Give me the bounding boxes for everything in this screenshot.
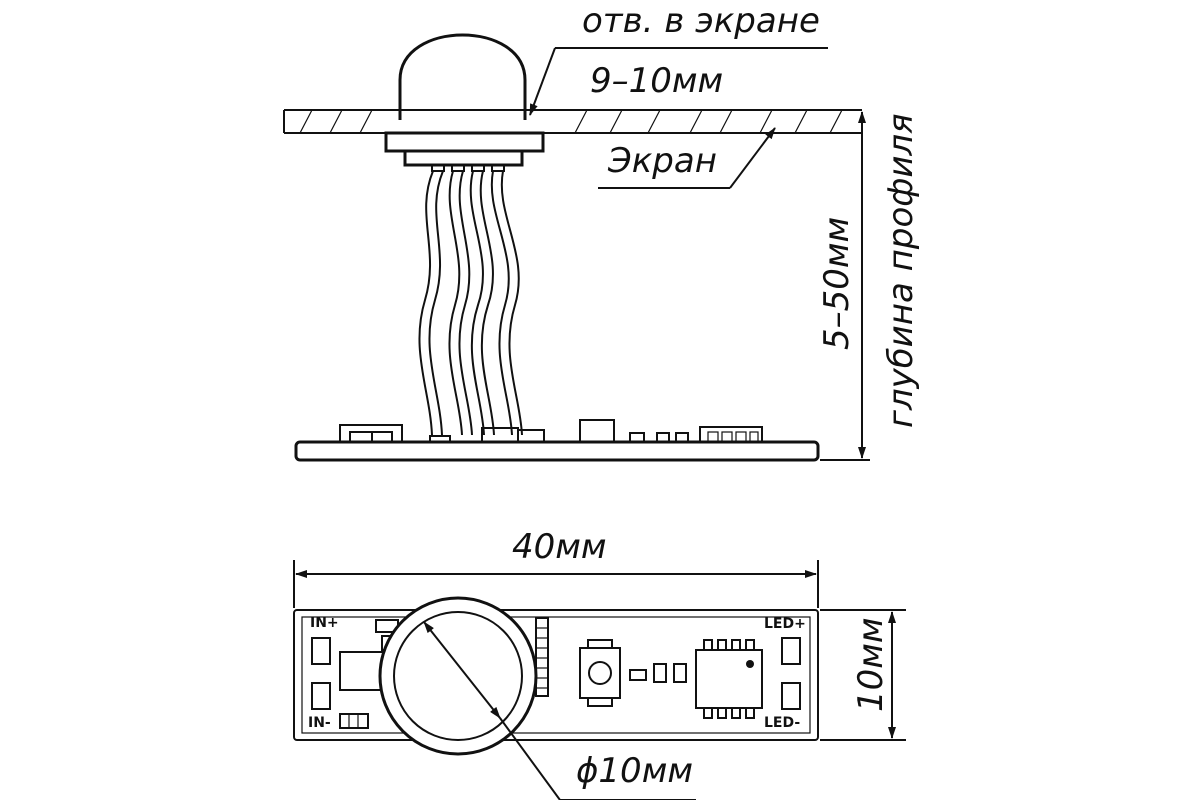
side-view: отв. в экране 9–10мм Экран 5–50мм глубин… [283, 1, 921, 462]
depth-value: 5–50мм [817, 217, 857, 350]
pcb-top: IN+ IN- [293, 609, 819, 741]
screen-panel [283, 109, 862, 134]
pad-in-plus [311, 637, 331, 665]
pin-label-in-minus: IN- [308, 715, 331, 731]
depth-dimension: 5–50мм глубина профиля [817, 111, 921, 461]
length-dimension: 40мм [293, 527, 819, 608]
hole-size-label: 9–10мм [590, 61, 723, 101]
hole-leader: отв. в экране 9–10мм [529, 1, 828, 116]
pin-label-in-plus: IN+ [310, 615, 339, 631]
sensor-wires [418, 170, 523, 436]
width-dimension: 10мм [820, 609, 906, 741]
pad-led-plus [781, 637, 801, 665]
diameter-label: ϕ10мм [576, 751, 693, 791]
width-label: 10мм [851, 617, 891, 712]
screen-label: Экран [607, 141, 717, 181]
pad-in-minus [311, 682, 331, 710]
top-view: 40мм IN+ IN- [293, 527, 906, 800]
ic-chip [695, 639, 763, 719]
pin-label-led-minus: LED- [764, 715, 800, 731]
screen-leader: Экран [598, 127, 776, 189]
sensor-lens-top: ϕ10мм [378, 596, 696, 800]
depth-label: глубина профиля [881, 113, 921, 428]
push-button [579, 647, 621, 699]
hole-label: отв. в экране [582, 1, 820, 41]
sensor-dome [384, 33, 545, 172]
pcb-side [294, 419, 820, 462]
pad-led-minus [781, 682, 801, 710]
pin-label-led-plus: LED+ [764, 616, 806, 632]
screen-hatching [299, 109, 843, 134]
length-label: 40мм [512, 527, 607, 567]
